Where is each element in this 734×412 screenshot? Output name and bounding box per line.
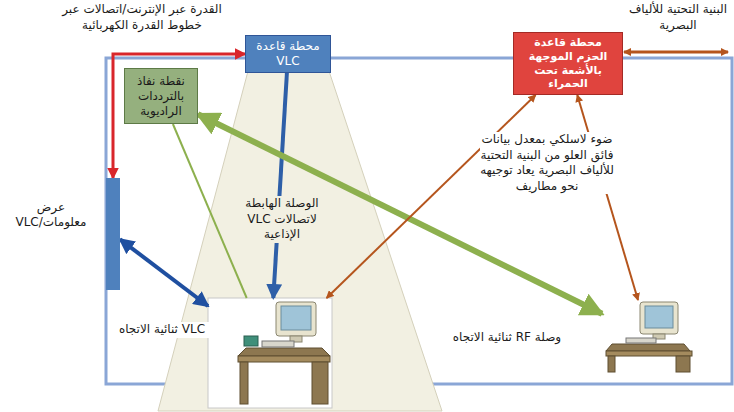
computer-terminal: [208, 298, 332, 408]
base-station-box: محطة قاعدة VLC: [245, 35, 331, 73]
display-panel: عرض معلومات/VLC: [106, 178, 120, 290]
edge-label: الوصلة الهابطة لاتصالات VLC الإذاعية: [232, 196, 332, 243]
connector-arrow: [273, 73, 287, 298]
fiber-link: [624, 51, 728, 54]
access-point-box: نقطة نفاذ بالترددات الراديوية: [124, 68, 198, 124]
edge-label: القدرة عبر الإنترنت/اتصالات عبر خطوط الق…: [44, 2, 240, 33]
computer-right: [606, 302, 692, 372]
annotation-label: البنية التحتية للألياف البصرية: [626, 2, 730, 33]
node-label: محطة قاعدة VLC: [249, 39, 327, 69]
computer-terminal: [602, 300, 696, 374]
annotation-label: ضوء لاسلكي بمعدل بيانات فائق العلو من ال…: [480, 132, 614, 194]
node-label: نقطة نفاذ بالترددات الراديوية: [129, 74, 193, 119]
edge-label: وصلة RF ثنائية الاتجاه: [452, 330, 562, 346]
computer-left: [208, 298, 332, 408]
connector-arrow: [327, 95, 536, 298]
edge-label: VLC ثنائية الاتجاه: [112, 322, 212, 338]
light-cone: [158, 56, 442, 411]
room-frame: [106, 58, 732, 384]
connector-arrow: [113, 54, 245, 178]
node-label: محطة قاعدة الحزم الموجهة بالأشعة تحت الح…: [517, 36, 619, 91]
connector-arrow: [577, 95, 638, 300]
base-station-box: محطة قاعدة الحزم الموجهة بالأشعة تحت الح…: [513, 32, 623, 95]
node-label: عرض معلومات/VLC: [2, 200, 100, 230]
connector-arrow: [120, 239, 208, 306]
